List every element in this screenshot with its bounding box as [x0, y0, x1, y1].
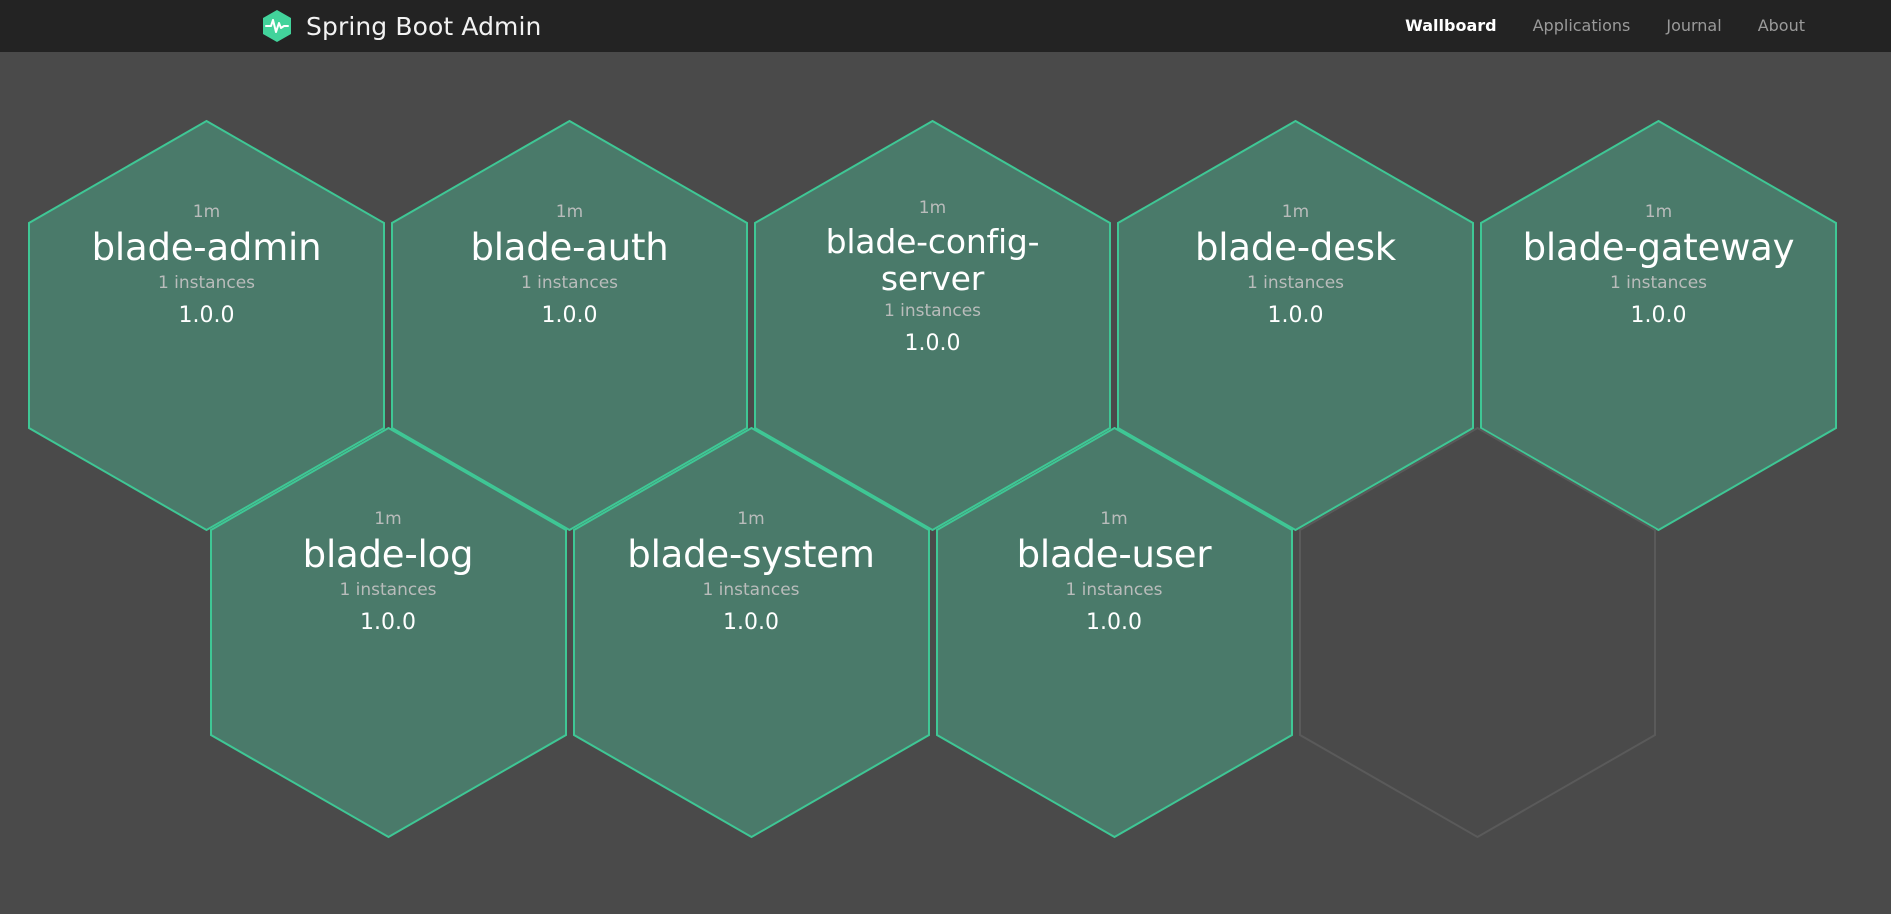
- empty-hexagon-placeholder: [1298, 426, 1656, 839]
- nav-item-applications[interactable]: Applications: [1532, 16, 1631, 35]
- nav-item-journal[interactable]: Journal: [1666, 16, 1722, 35]
- brand-title: Spring Boot Admin: [306, 11, 542, 41]
- top-navbar: Spring Boot Admin Wallboard Applications…: [0, 0, 1891, 52]
- spring-boot-admin-logo-icon: [259, 8, 295, 44]
- nav-item-wallboard[interactable]: Wallboard: [1405, 16, 1497, 35]
- main-navigation: Wallboard Applications Journal About: [1387, 0, 1823, 52]
- brand-link[interactable]: Spring Boot Admin: [259, 8, 542, 44]
- nav-item-about[interactable]: About: [1757, 16, 1805, 35]
